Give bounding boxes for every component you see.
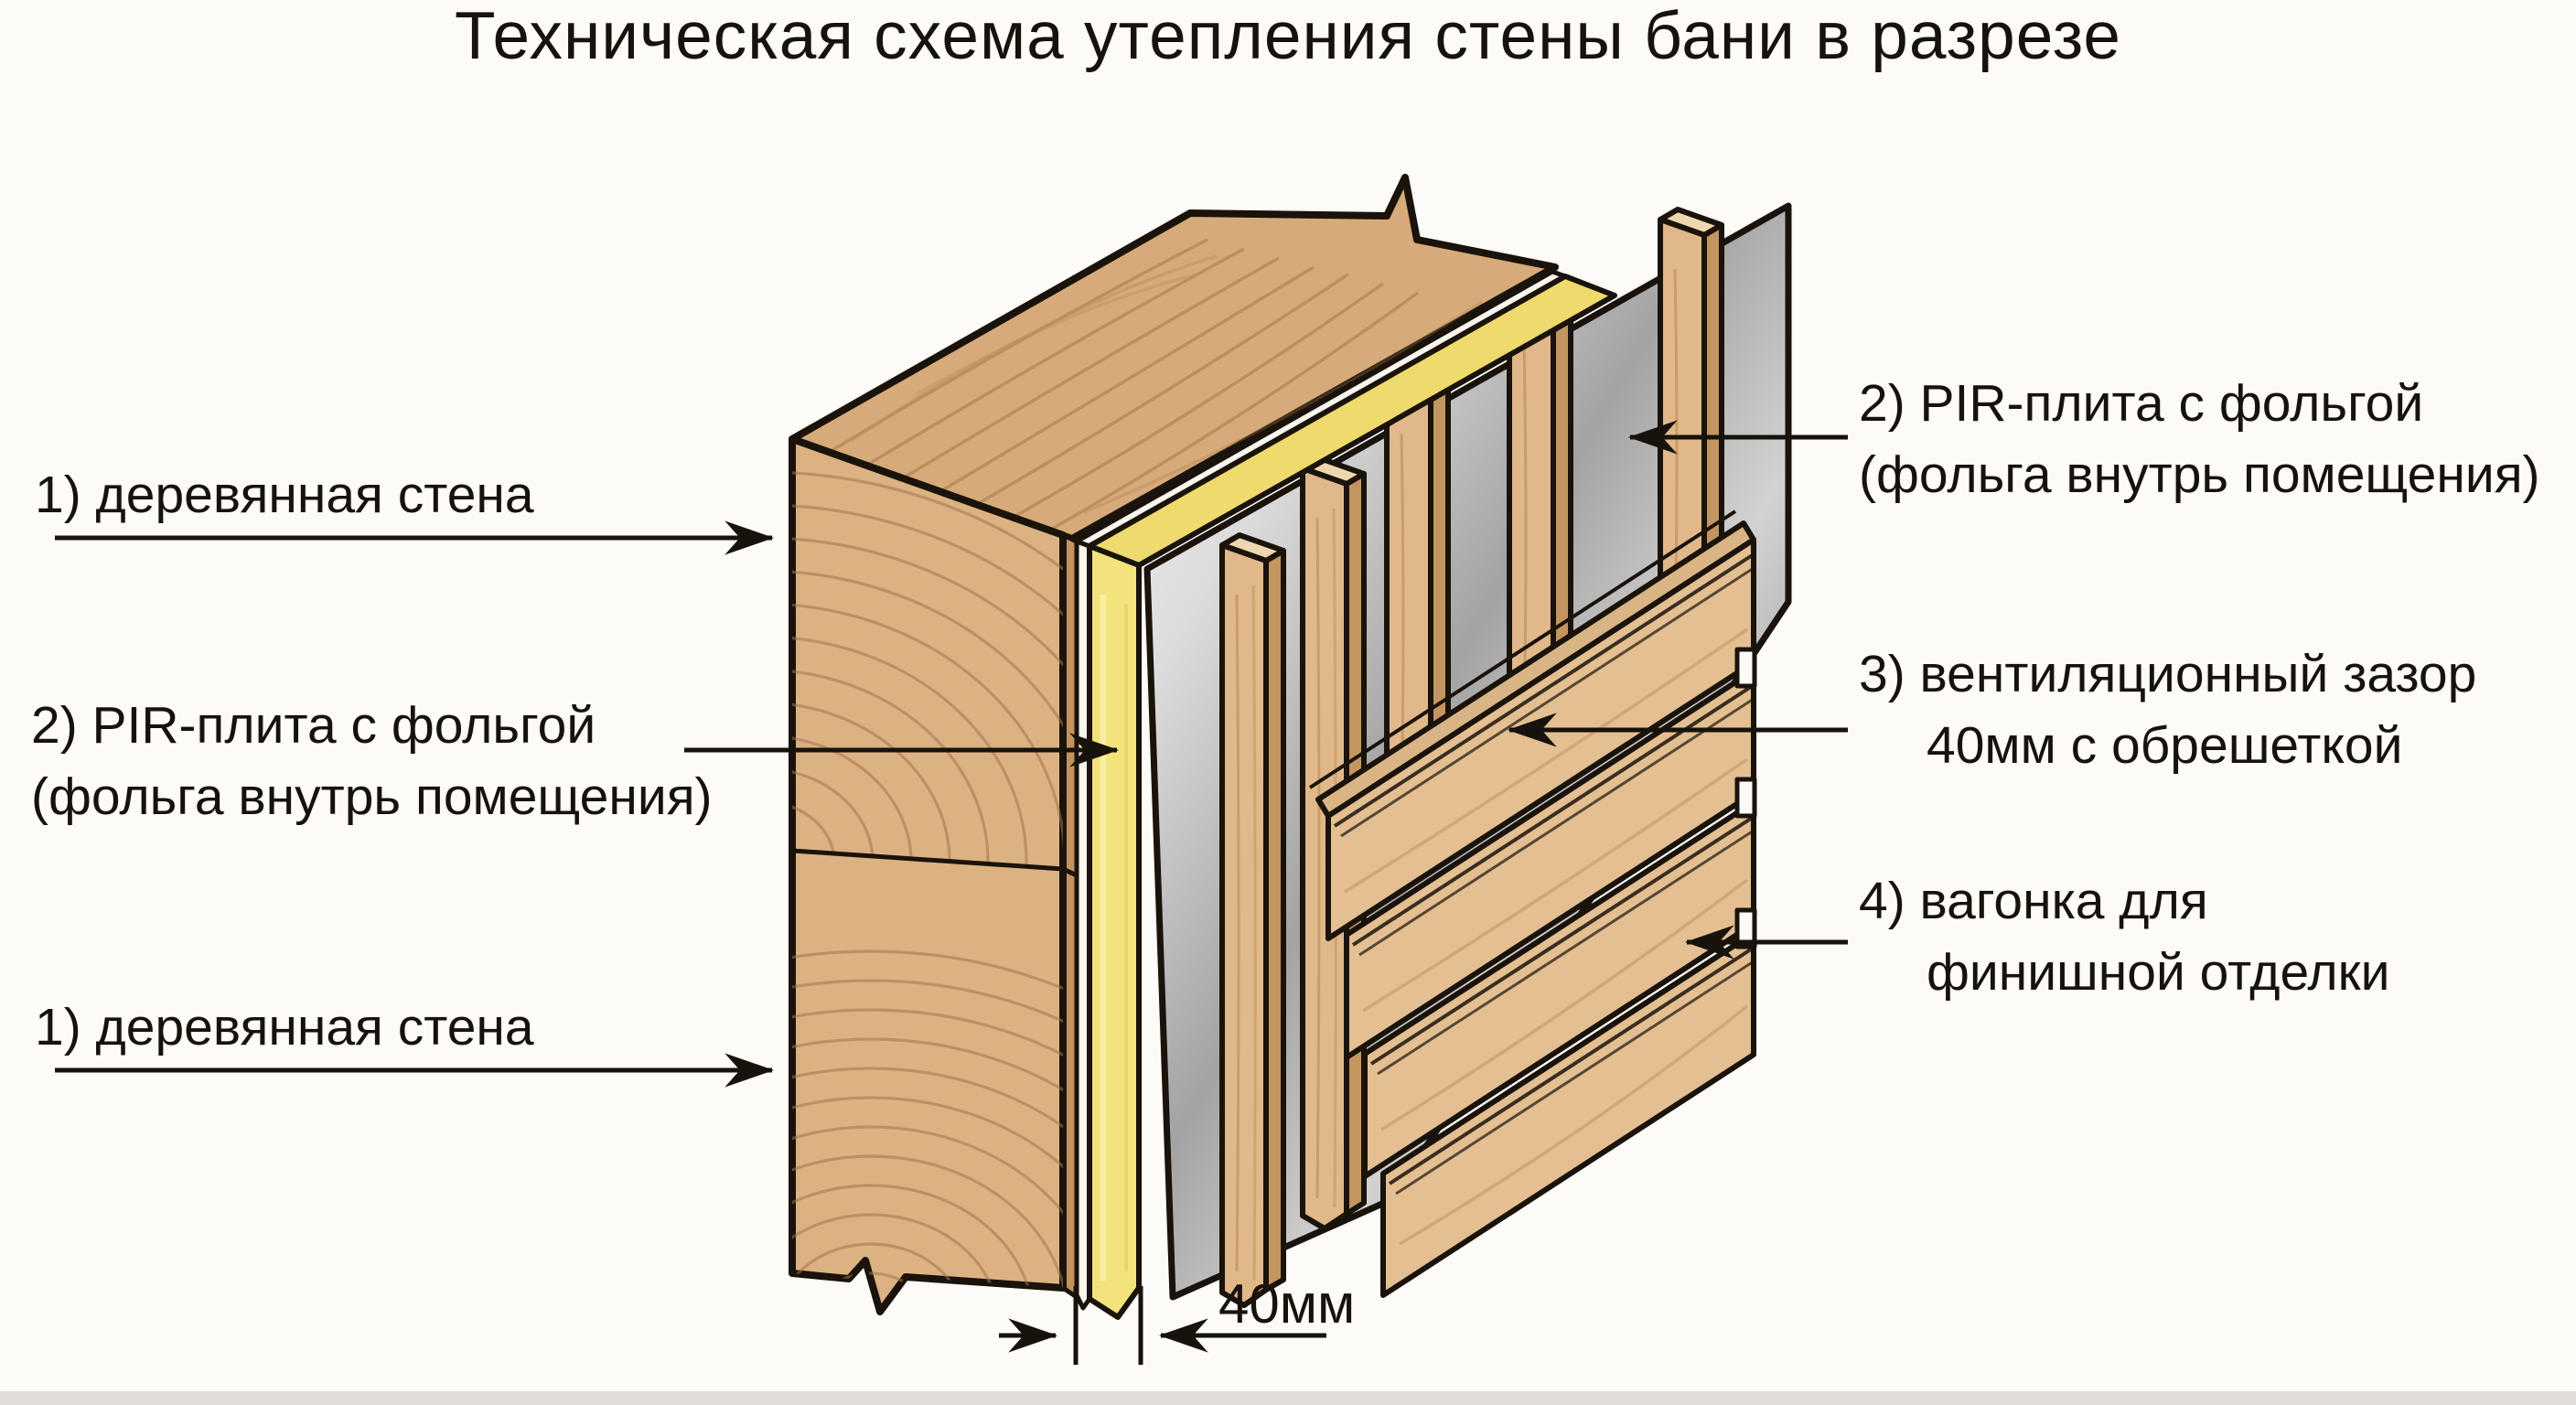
- tongue-notch-2: [1734, 777, 1757, 819]
- label-wooden-wall-top: 1) деревянная стена: [35, 466, 534, 524]
- left-labels: 1) деревянная стена 2) PIR-плита с фольг…: [31, 466, 713, 1056]
- label-lining-line2: финишной отделки: [1927, 943, 2389, 1002]
- scan-edge: [0, 1391, 2576, 1405]
- pir-insulation-layer: [1074, 269, 1617, 1320]
- timber-course-seam: [791, 848, 1079, 878]
- leader-arrows: [55, 420, 1848, 1088]
- label-pir-left-line1: 2) PIR-плита с фольгой: [31, 696, 596, 755]
- timber-front-face: [789, 435, 1067, 1315]
- label-pir-left-line2: (фольга внутрь помещения): [31, 767, 713, 826]
- batten-4: [1507, 278, 1573, 751]
- tongue-notch-1: [1734, 647, 1757, 689]
- tongue-notch-3: [1734, 907, 1757, 949]
- growth-rings-lower: [792, 949, 1063, 1312]
- right-labels: 2) PIR-плита с фольгой (фольга внутрь по…: [1859, 374, 2540, 1002]
- label-vent-gap-line2: 40мм с обрешеткой: [1927, 716, 2402, 775]
- dimension: 40мм: [999, 1273, 1355, 1365]
- pir-yellow-front: [1087, 543, 1142, 1320]
- label-pir-right-line2: (фольга внутрь помещения): [1859, 445, 2540, 504]
- lining-board-4: [1380, 930, 1756, 1298]
- label-pir-right-line1: 2) PIR-плита с фольгой: [1859, 374, 2423, 433]
- page-title: Техническая схема утепления стены бани в…: [455, 0, 2121, 73]
- lining-top-hairline: [1308, 509, 1737, 789]
- timber-top-face: [789, 174, 1559, 542]
- label-vent-gap-line1: 3) вентиляционный зазор: [1859, 645, 2476, 703]
- timber-top-grain: [827, 238, 1483, 533]
- dimension-value: 40мм: [1218, 1273, 1355, 1335]
- label-wooden-wall-bottom: 1) деревянная стена: [35, 998, 534, 1056]
- timber-wall-block: [789, 174, 1559, 1315]
- label-lining-line1: 4) вагонка для: [1859, 872, 2208, 930]
- batten-1: [1219, 532, 1286, 1308]
